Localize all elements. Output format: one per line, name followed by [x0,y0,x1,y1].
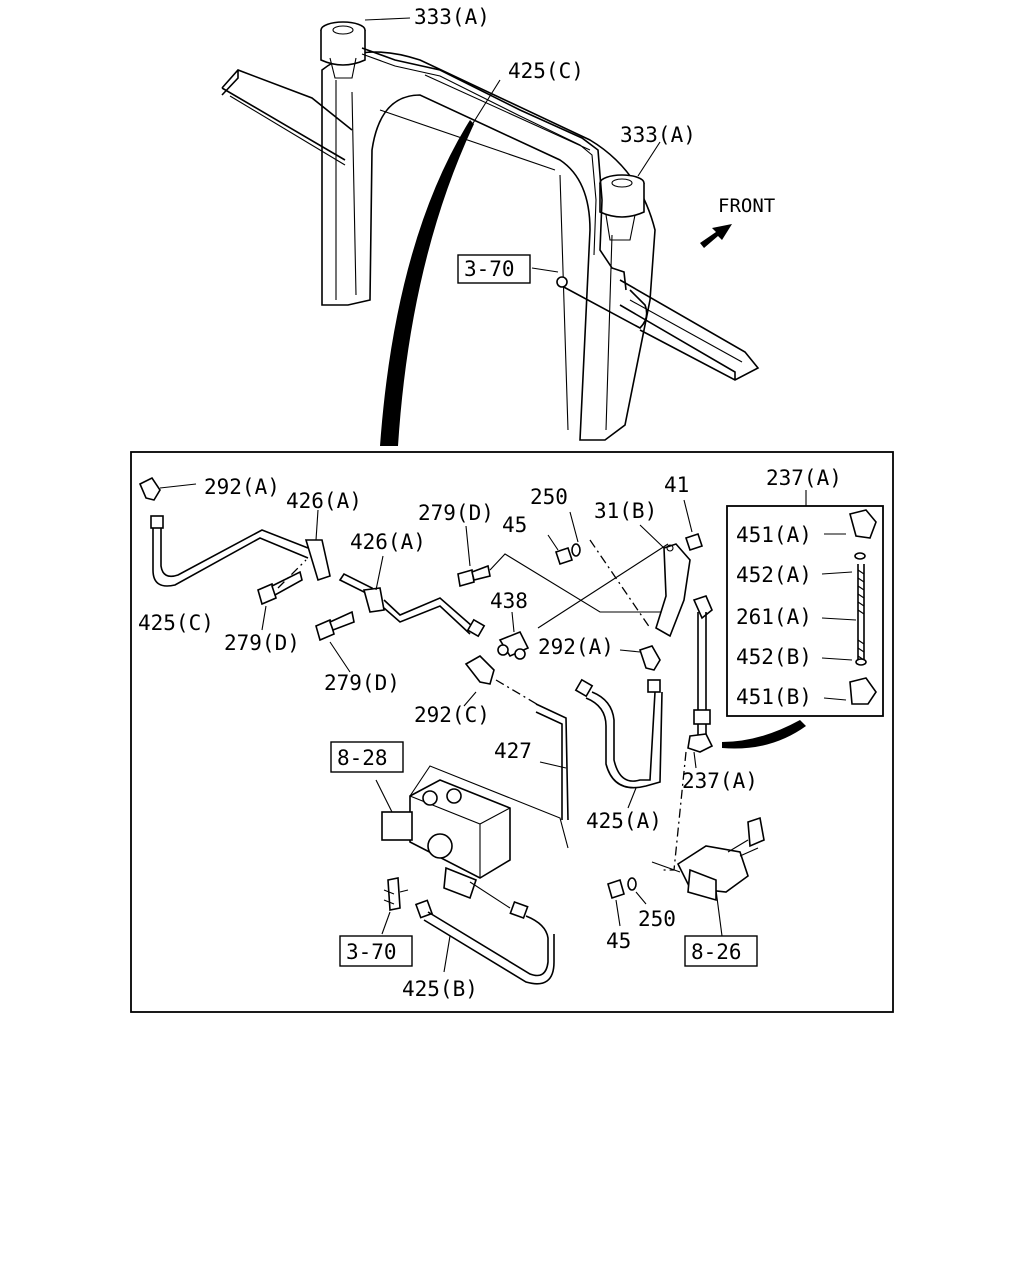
label-279d-1: 279(D) [224,631,300,655]
label-425a: 425(A) [586,809,662,833]
labels: 333(A) 425(C) 333(A) FRONT 3-70 292(A) 4… [138,5,842,1001]
leveling-valve [651,816,765,937]
reservoir-mid [599,174,645,241]
detail-frame [130,451,894,1013]
label-292a-left: 292(A) [204,475,280,499]
label-292a-mid: 292(A) [538,635,614,659]
label-333a-top: 333(A) [414,5,490,29]
kit-title: 237(A) [766,466,842,490]
label-426a-2: 426(A) [350,530,426,554]
label-426a-1: 426(A) [286,489,362,513]
detail-drawing [138,476,806,985]
kit-label-451b: 451(B) [736,685,812,709]
label-425b: 425(B) [402,977,478,1001]
ref-8-28: 8-28 [337,746,388,770]
label-425c-top: 425(C) [508,59,584,83]
frame-overview [221,17,760,446]
label-250-top: 250 [530,485,568,509]
kit-label-451a: 451(A) [736,523,812,547]
label-41: 41 [664,473,689,497]
kit-label-452b: 452(B) [736,645,812,669]
ref-3-70-top: 3-70 [464,257,515,281]
kit-label-452a: 452(A) [736,563,812,587]
reservoir-top [320,21,366,79]
ref-8-26: 8-26 [691,940,742,964]
kit-box [726,490,884,717]
label-45-top: 45 [502,513,527,537]
front-arrow-icon [700,224,732,248]
label-250-bottom: 250 [638,907,676,931]
label-31b: 31(B) [594,499,657,523]
label-237a-mid: 237(A) [682,769,758,793]
label-279d-2: 279(D) [324,671,400,695]
label-45-bottom: 45 [606,929,631,953]
label-427: 427 [494,739,532,763]
kit-label-261a: 261(A) [736,605,812,629]
ref-3-70-bottom: 3-70 [346,940,397,964]
label-292c: 292(C) [414,703,490,727]
label-front: FRONT [718,195,775,217]
label-438: 438 [490,589,528,613]
label-279d-3: 279(D) [418,501,494,525]
valve-unit [375,765,569,900]
label-333a-mid: 333(A) [620,123,696,147]
label-425c-left: 425(C) [138,611,214,635]
